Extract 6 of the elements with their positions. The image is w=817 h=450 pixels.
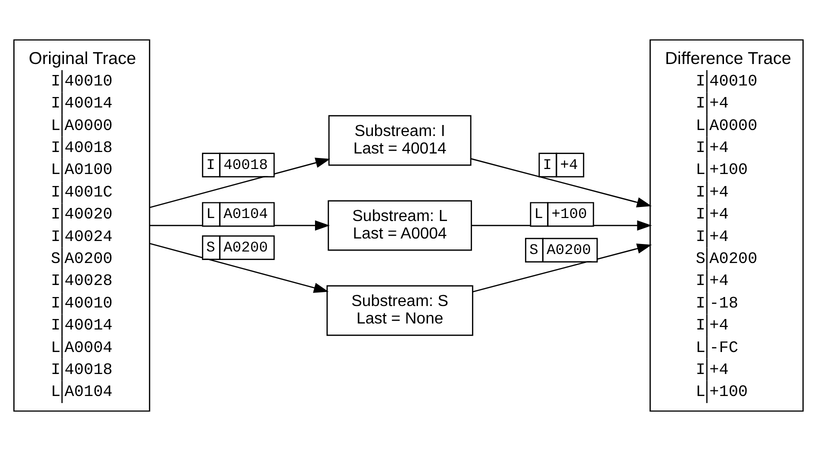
edge-label: S A0200: [206, 240, 268, 256]
edge-label: L A0104: [206, 206, 268, 223]
edge-label: S A0200: [529, 242, 591, 258]
edge-label: L +100: [534, 206, 588, 223]
edge-label: I 40018: [206, 157, 268, 174]
edge-label: I +4: [542, 157, 578, 174]
